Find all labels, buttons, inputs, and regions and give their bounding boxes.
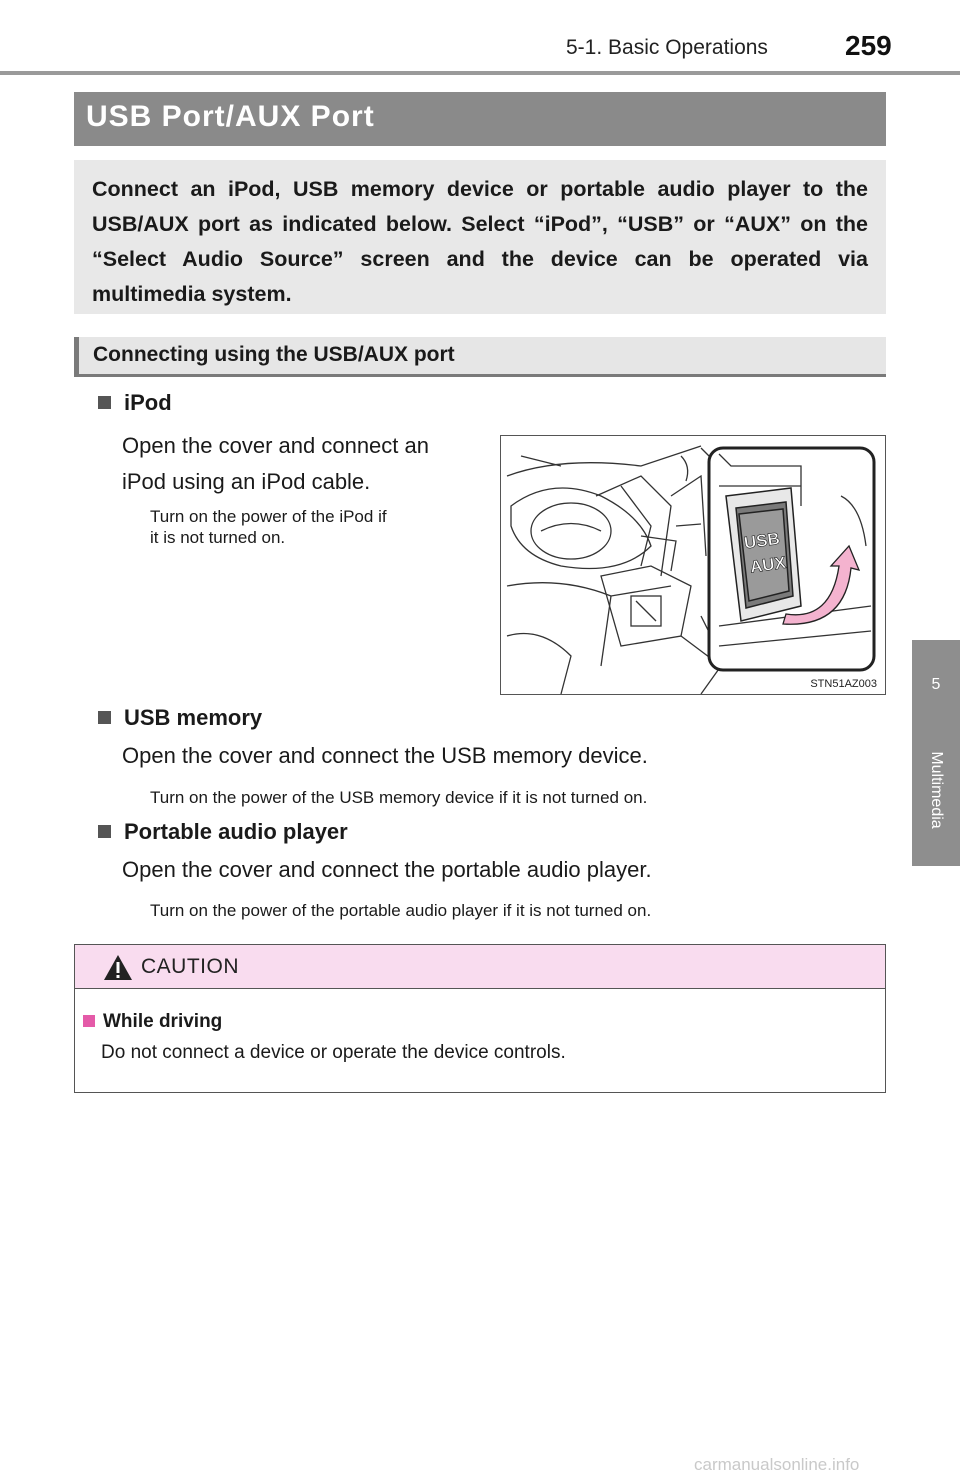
warning-icon (104, 955, 132, 980)
usb-memory-heading: USB memory (98, 705, 262, 731)
usb-memory-note: Turn on the power of the USB memory devi… (150, 788, 648, 807)
page-number: 259 (845, 30, 892, 61)
caution-heading-text: While driving (103, 1011, 223, 1032)
ipod-heading-text: iPod (124, 390, 172, 415)
dashboard-drawing-icon: USB AUX (506, 445, 876, 694)
square-bullet-icon (98, 396, 111, 409)
portable-player-heading-text: Portable audio player (124, 819, 348, 844)
portable-player-body: Open the cover and connect the portable … (122, 857, 652, 882)
watermark: carmanualsonline.info (694, 1455, 860, 1474)
caution-header: CAUTION (75, 945, 885, 989)
portable-player-heading: Portable audio player (98, 819, 348, 845)
caution-heading: While driving (83, 1011, 222, 1033)
page-title: USB Port/AUX Port (86, 100, 375, 133)
caution-text: Do not connect a device or operate the d… (101, 1042, 566, 1063)
portable-player-note: Turn on the power of the portable audio … (150, 901, 652, 920)
ipod-body: Open the cover and connect an iPod using… (122, 428, 429, 500)
figure-code: STN51AZ003 (810, 678, 877, 690)
square-bullet-icon (98, 711, 111, 724)
chapter-tab[interactable]: 5 Multimedia (912, 640, 960, 866)
caution-title: CAUTION (141, 955, 239, 978)
usb-aux-illustration: USB AUX STN51AZ003 (500, 435, 886, 695)
section-label: 5-1. Basic Operations (566, 36, 768, 59)
caution-box: CAUTION While driving Do not connect a d… (74, 944, 886, 1093)
aux-label: AUX (749, 553, 788, 577)
intro-box: Connect an iPod, USB memory device or po… (74, 160, 886, 314)
header-divider (0, 71, 960, 75)
square-bullet-icon (98, 825, 111, 838)
ipod-heading: iPod (98, 390, 172, 416)
title-bar: USB Port/AUX Port (74, 92, 886, 146)
chapter-label: Multimedia (928, 751, 945, 829)
chapter-number: 5 (931, 676, 941, 693)
usb-memory-body: Open the cover and connect the USB memor… (122, 743, 648, 768)
ipod-note-line-2: it is not turned on. (150, 528, 286, 547)
usb-memory-heading-text: USB memory (124, 705, 263, 730)
ipod-note: Turn on the power of the iPod if it is n… (150, 506, 387, 548)
ipod-body-line-2: iPod using an iPod cable. (122, 469, 371, 494)
square-bullet-icon (83, 1015, 95, 1027)
subheading: Connecting using the USB/AUX port (93, 343, 455, 366)
ipod-note-line-1: Turn on the power of the iPod if (150, 507, 387, 526)
ipod-body-line-1: Open the cover and connect an (122, 433, 429, 458)
subheading-bar: Connecting using the USB/AUX port (74, 337, 886, 377)
